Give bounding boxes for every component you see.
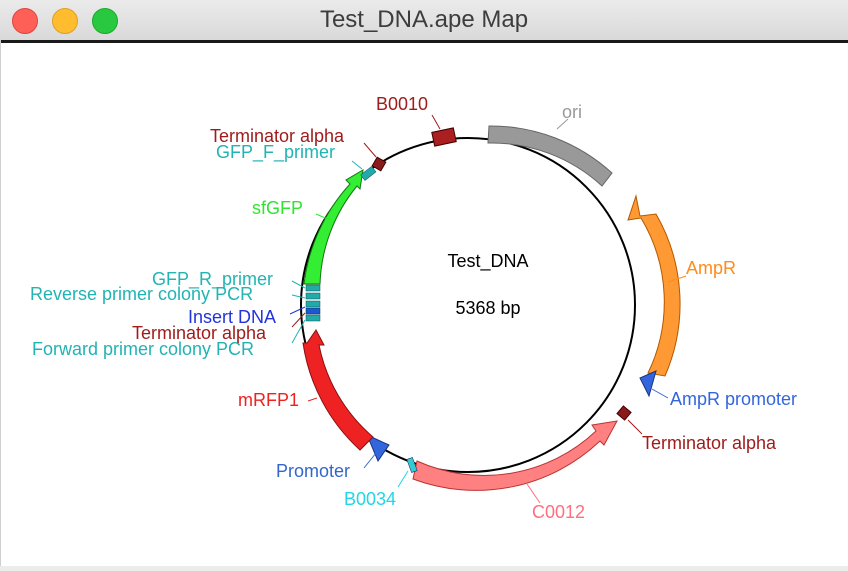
feature-B0034[interactable]: B0034	[344, 457, 418, 509]
feature-terminator-alpha-left[interactable]: Terminator alpha	[132, 312, 306, 343]
feature-AmpR[interactable]: AmpR	[627, 194, 736, 377]
plasmid-map: Test_DNA 5368 bp ori AmpR AmpR promoter	[30, 94, 797, 522]
promoter-arrow	[366, 434, 390, 463]
cluster-band-1	[305, 314, 321, 322]
plasmid-map-canvas[interactable]: Test_DNA 5368 bp ori AmpR AmpR promoter	[0, 43, 848, 566]
terminator-alpha-top-label: Terminator alpha	[210, 126, 345, 146]
feature-cluster-left[interactable]	[305, 284, 321, 322]
title-bar: Test_DNA.ape Map	[0, 0, 848, 41]
gfp-f-primer-label: GFP_F_primer	[216, 142, 335, 163]
mRFP1-leader	[307, 397, 318, 402]
sfGFP-arrow	[303, 169, 364, 285]
feature-reverse-primer-colony-pcr[interactable]: Reverse primer colony PCR	[30, 284, 306, 304]
terminator-alpha-right-mark	[616, 405, 632, 421]
cluster-band-5	[305, 284, 321, 292]
feature-B0010[interactable]: B0010	[376, 94, 457, 147]
B0034-mark	[406, 457, 418, 473]
minimize-window-button[interactable]	[52, 8, 78, 34]
zoom-window-button[interactable]	[92, 8, 118, 34]
forward-primer-leader	[291, 319, 306, 344]
forward-primer-label: Forward primer colony PCR	[32, 339, 254, 359]
insert-dna-leader	[289, 306, 306, 315]
feature-sfGFP[interactable]: sfGFP	[252, 169, 364, 285]
feature-terminator-alpha-right[interactable]: Terminator alpha	[616, 405, 777, 453]
feature-forward-primer-colony-pcr[interactable]: Forward primer colony PCR	[32, 319, 306, 359]
gfp-f-primer-mark	[360, 165, 377, 181]
promoter-label: Promoter	[276, 461, 350, 481]
plasmid-name: Test_DNA	[447, 251, 528, 272]
B0034-label: B0034	[344, 489, 396, 509]
window-edge	[0, 40, 1, 566]
reverse-primer-label: Reverse primer colony PCR	[30, 284, 253, 304]
cluster-band-2	[305, 307, 321, 315]
reverse-primer-leader	[291, 294, 306, 299]
plasmid-backbone	[300, 137, 636, 473]
B0010-label: B0010	[376, 94, 428, 114]
AmpR-arrow	[627, 194, 681, 377]
insert-dna-label: Insert DNA	[188, 307, 276, 327]
ori-arc	[487, 125, 613, 187]
gfp-r-primer-label: GFP_R_primer	[152, 269, 273, 290]
AmpR-label: AmpR	[686, 258, 736, 278]
feature-gfp-f-primer[interactable]: GFP_F_primer	[216, 142, 377, 181]
feature-gfp-r-primer[interactable]: GFP_R_primer	[152, 269, 306, 290]
feature-C0012[interactable]: C0012	[412, 420, 618, 522]
terminator-alpha-top-leader	[363, 142, 377, 158]
AmpR-promoter-leader	[651, 388, 669, 399]
gfp-f-primer-leader	[351, 160, 363, 170]
promoter-leader	[363, 452, 377, 469]
ori-label: ori	[562, 102, 582, 122]
feature-insert-dna[interactable]: Insert DNA	[188, 306, 306, 327]
feature-mRFP1[interactable]: mRFP1	[238, 329, 374, 451]
title-divider	[0, 40, 848, 43]
B0010-mark	[431, 127, 457, 147]
B0010-leader	[431, 114, 441, 130]
feature-terminator-alpha-top[interactable]: Terminator alpha	[210, 126, 387, 172]
ori-leader	[556, 118, 569, 130]
mRFP1-label: mRFP1	[238, 390, 299, 410]
terminator-alpha-right-label: Terminator alpha	[642, 433, 777, 453]
C0012-leader	[526, 483, 541, 504]
B0034-leader	[397, 470, 409, 488]
feature-ori[interactable]: ori	[487, 102, 613, 187]
feature-promoter[interactable]: Promoter	[276, 434, 390, 481]
feature-AmpR-promoter[interactable]: AmpR promoter	[639, 370, 797, 409]
mRFP1-arrow	[302, 329, 374, 451]
terminator-alpha-right-leader	[627, 419, 643, 435]
plasmid-length: 5368 bp	[455, 298, 520, 318]
gfp-r-primer-leader	[291, 280, 306, 289]
cluster-band-4	[305, 292, 321, 300]
sfGFP-label: sfGFP	[252, 198, 303, 218]
C0012-arrow	[412, 420, 618, 491]
sfGFP-leader	[315, 213, 331, 221]
AmpR-promoter-label: AmpR promoter	[670, 389, 797, 409]
terminator-alpha-left-label: Terminator alpha	[132, 323, 267, 343]
cluster-band-3	[305, 300, 321, 308]
AmpR-promoter-arrow	[639, 370, 657, 398]
terminator-alpha-top-mark	[371, 156, 387, 172]
window-title: Test_DNA.ape Map	[319, 6, 529, 33]
C0012-label: C0012	[532, 502, 585, 522]
terminator-alpha-left-leader	[291, 312, 306, 328]
close-window-button[interactable]	[12, 8, 38, 34]
AmpR-leader	[667, 275, 687, 283]
